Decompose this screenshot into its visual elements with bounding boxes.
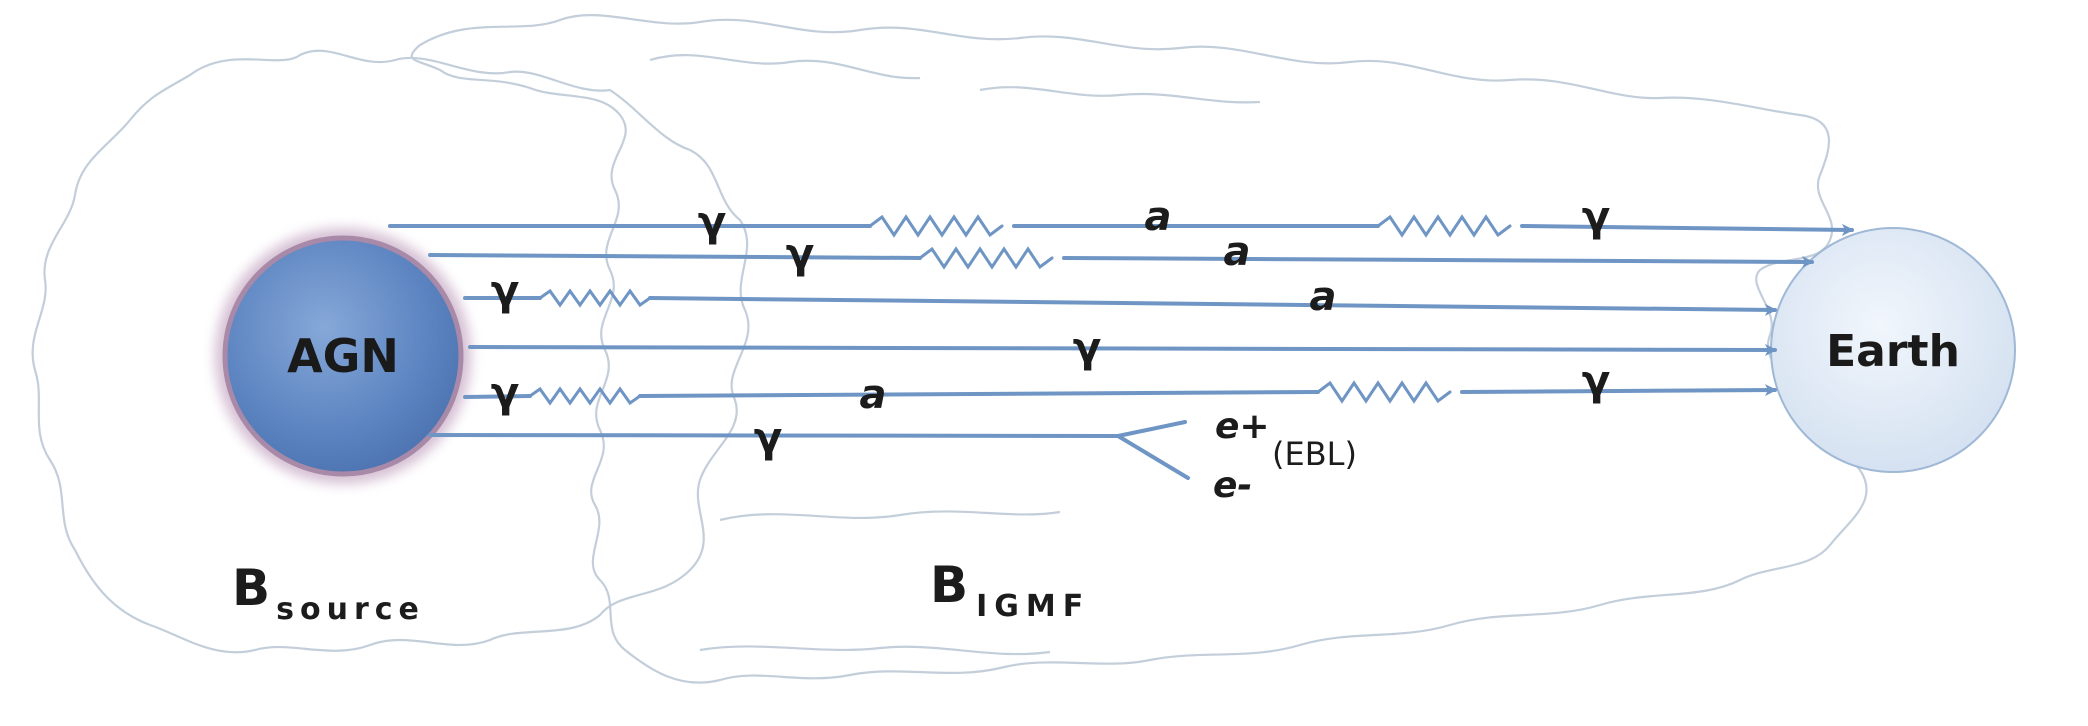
earth-label: Earth bbox=[1826, 326, 1960, 377]
axion-label-1: a bbox=[1145, 194, 1172, 240]
source-field-symbol: B bbox=[232, 559, 270, 617]
igmf-field-cloud bbox=[410, 14, 1868, 684]
beam-2 bbox=[428, 253, 922, 260]
photon-label-3: γ bbox=[786, 229, 815, 278]
positron-label: e+ bbox=[1215, 406, 1270, 447]
beam-5 bbox=[463, 394, 532, 399]
beam-5-axion-wave-2 bbox=[1316, 380, 1452, 404]
beam-6 bbox=[428, 433, 1120, 438]
beam-1-axion-wave-2 bbox=[1376, 214, 1512, 238]
beam-4 bbox=[468, 343, 1777, 356]
beam-3-axion-wave bbox=[538, 288, 652, 308]
photon-label-2: γ bbox=[1582, 192, 1611, 241]
photon-label-5: γ bbox=[1073, 323, 1102, 372]
beam-5-axion-wave bbox=[528, 386, 642, 406]
agn-node bbox=[215, 228, 471, 484]
photon-label-6: γ bbox=[491, 368, 520, 417]
photon-label-8: γ bbox=[754, 413, 783, 462]
axion-label-4: a bbox=[860, 372, 887, 418]
axion-label-3: a bbox=[1310, 274, 1337, 320]
igmf-field-subscript: IGMF bbox=[976, 589, 1090, 624]
beam-2-axion-wave bbox=[918, 246, 1054, 270]
electron-label: e- bbox=[1213, 465, 1252, 506]
beam-paths bbox=[388, 214, 1854, 480]
photon-label-4: γ bbox=[491, 266, 520, 315]
photon-label-1: γ bbox=[698, 197, 727, 246]
particle-labels: γ a γ γ a γ a γ γ a γ γ e+ (EBL) e- bbox=[491, 192, 1611, 506]
agn-label: AGN bbox=[287, 329, 399, 383]
axion-label-2: a bbox=[1224, 229, 1251, 275]
photon-label-7: γ bbox=[1582, 356, 1611, 405]
source-field-cloud bbox=[31, 49, 750, 654]
beam-1-axion-wave bbox=[868, 214, 1004, 238]
pair-branch-positron bbox=[1116, 420, 1187, 438]
ebl-label: (EBL) bbox=[1272, 435, 1357, 473]
igmf-field-symbol: B bbox=[930, 556, 968, 614]
pair-branch-electron bbox=[1116, 434, 1190, 480]
source-field-subscript: source bbox=[276, 592, 425, 627]
